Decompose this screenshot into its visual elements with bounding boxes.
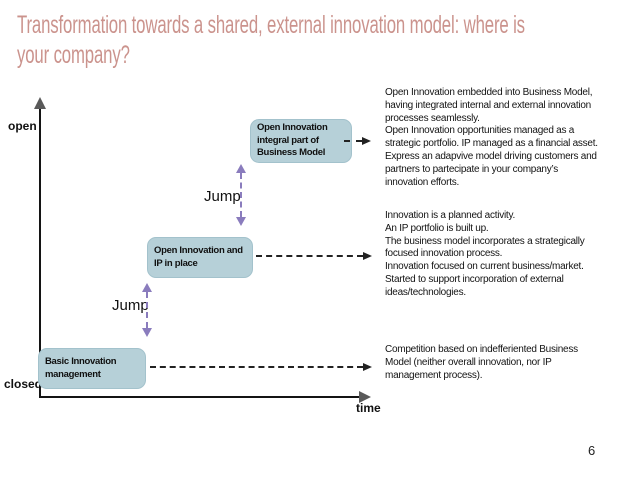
description-integral-stage: Open Innovation embedded into Business M… bbox=[385, 87, 598, 188]
stage-box-open-innovation-integral: Open Innovation integral part of Busines… bbox=[250, 119, 352, 163]
jump-upper-arrow-line bbox=[240, 173, 242, 217]
connector-arrow-ip-head-icon bbox=[363, 252, 372, 260]
x-axis-time-label: time bbox=[356, 401, 381, 415]
jump-upper-arrow-up-icon bbox=[236, 164, 246, 173]
connector-arrow-ip-line bbox=[256, 255, 363, 257]
x-axis-line bbox=[39, 396, 361, 398]
y-axis-open-label: open bbox=[8, 119, 37, 133]
jump-lower-label: Jump bbox=[112, 297, 149, 314]
page-number: 6 bbox=[588, 443, 596, 458]
connector-arrow-basic-head-icon bbox=[363, 363, 372, 371]
connector-arrow-integral-head-icon bbox=[362, 137, 371, 145]
y-axis-line bbox=[39, 109, 41, 397]
description-ip-stage: Innovation is a planned activity. An IP … bbox=[385, 210, 585, 298]
y-axis-arrow-icon bbox=[34, 97, 46, 109]
stage-box-basic-innovation: Basic Innovation management bbox=[38, 348, 146, 389]
jump-lower-arrow-up-icon bbox=[142, 283, 152, 292]
description-basic-stage: Competition based on indefferiented Busi… bbox=[385, 344, 578, 381]
connector-arrow-basic-line bbox=[150, 366, 363, 368]
connector-arrow-integral-line bbox=[344, 140, 362, 142]
jump-lower-arrow-down-icon bbox=[142, 328, 152, 337]
stage-box-open-innovation-ip: Open Innovation and IP in place bbox=[147, 237, 253, 278]
x-axis-arrow-icon bbox=[359, 391, 371, 403]
jump-upper-label: Jump bbox=[204, 188, 241, 205]
jump-upper-arrow-down-icon bbox=[236, 217, 246, 226]
y-axis-closed-label: closed bbox=[4, 377, 43, 391]
page-title: Transformation towards a shared, externa… bbox=[17, 11, 525, 69]
jump-lower-arrow-line bbox=[146, 292, 148, 328]
